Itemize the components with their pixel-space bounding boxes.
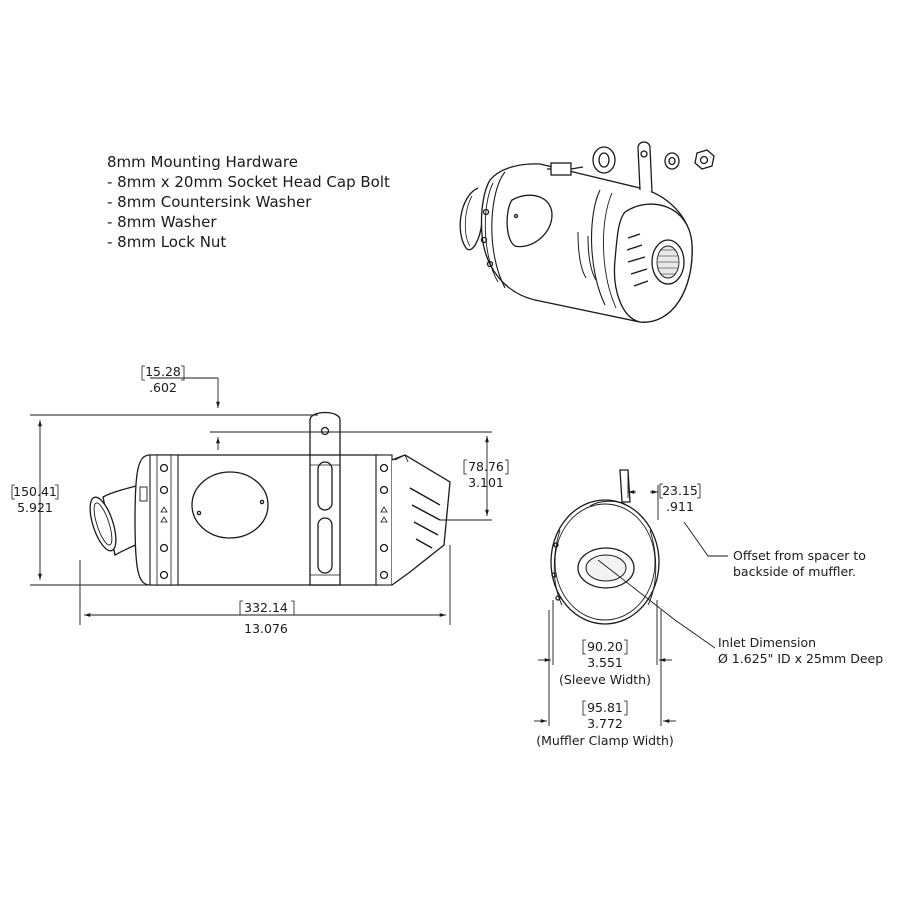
hardware-heading: 8mm Mounting Hardware [107,153,298,171]
hardware-item: - 8mm x 20mm Socket Head Cap Bolt [107,173,390,191]
dim-sleeve-width-mm: 90.20 [587,639,623,654]
dim-overall-height-mm: 150.41 [13,484,57,499]
countersink-washer-icon [592,146,616,174]
muffler-end-view [534,469,728,726]
spacer-note-line1: Offset from spacer to [733,548,866,563]
side-dimensions: 15.28 .602 150.41 5.921 78.76 3.101 332.… [11,364,509,636]
dim-bracket-height-mm: 78.76 [468,459,504,474]
dim-spacer-offset-mm: 23.15 [662,483,698,498]
dim-spacer-offset: 23.15 .911 [659,483,701,514]
spacer-note-line2: backside of muffler. [733,564,856,579]
dim-bracket-height-in: 3.101 [468,475,504,490]
dim-clamp-width-in: 3.772 [587,716,623,731]
dim-overall-height-in: 5.921 [17,500,53,515]
side-dimension-lines [30,377,492,625]
inlet-note-line2: Ø 1.625" ID x 25mm Deep [718,651,883,666]
dim-offset-top: 15.28 .602 [141,364,185,395]
dim-offset-top-in: .602 [149,380,177,395]
dim-offset-top-mm: 15.28 [145,364,181,379]
side-plate [506,194,553,248]
side-plate-oval [191,471,269,539]
inlet-elbow [459,187,483,251]
side-mount-bracket [309,411,341,455]
dim-sleeve-width: 90.20 3.551 (Sleeve Width) [559,639,651,687]
end-dimension-lines [534,470,728,726]
dim-clamp-width: 95.81 3.772 (Muffler Clamp Width) [536,700,674,748]
inlet-note-line1: Inlet Dimension [718,635,816,650]
hardware-list: 8mm Mounting Hardware - 8mm x 20mm Socke… [107,153,390,251]
side-inlet-opening [89,496,117,552]
end-mount-tab [619,469,631,503]
muffler-side-view [30,377,492,625]
dim-clamp-width-label: (Muffler Clamp Width) [536,733,674,748]
washer-icon [664,152,680,170]
lock-nut-icon [694,149,715,170]
hardware-item: - 8mm Washer [107,213,217,231]
dim-sleeve-width-in: 3.551 [587,655,623,670]
dim-overall-length: 332.14 13.076 [239,600,295,636]
dim-overall-height: 150.41 5.921 [11,484,59,515]
hardware-item: - 8mm Countersink Washer [107,193,312,211]
bolt-icon [547,162,584,176]
mount-bracket [637,141,653,193]
end-dimensions: 23.15 .911 Offset from spacer to backsid… [536,483,883,748]
hardware-item: - 8mm Lock Nut [107,233,226,251]
dim-bracket-height: 78.76 3.101 [463,459,509,490]
dim-clamp-width-mm: 95.81 [587,700,623,715]
dim-spacer-offset-in: .911 [666,499,694,514]
dim-sleeve-width-label: (Sleeve Width) [559,672,651,687]
dim-overall-length-in: 13.076 [244,621,288,636]
muffler-isometric-view [459,141,715,323]
dim-overall-length-mm: 332.14 [244,600,288,615]
